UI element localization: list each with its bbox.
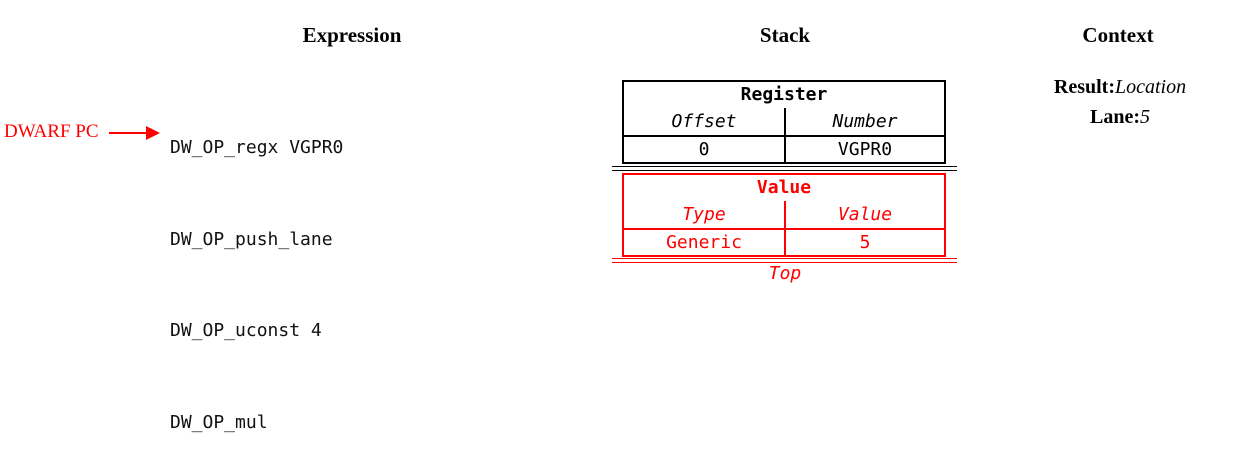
stack-entry-kind: Register: [740, 84, 828, 105]
dwarf-pc-arrowhead-icon: [146, 126, 160, 140]
context-lane-field: Lane:5: [1090, 106, 1150, 129]
register-offset-value: 0: [624, 135, 784, 162]
register-number-value: VGPR0: [784, 135, 944, 162]
expression-column-heading: Expression: [302, 23, 402, 47]
expression-op: DW_OP_uconst 4: [170, 320, 322, 342]
stack-separator: [612, 166, 957, 171]
value-type-value: Generic: [624, 228, 784, 255]
context-column-heading: Context: [1082, 23, 1154, 47]
value-value-header: Value: [784, 201, 944, 228]
value-value-value: 5: [784, 228, 944, 255]
register-number-header: Number: [784, 108, 944, 135]
dwarf-pc-arrow-shaft: [109, 132, 147, 134]
expression-op: DW_OP_regx VGPR0: [170, 137, 344, 159]
expression-op: DW_OP_mul: [170, 412, 268, 434]
context-result-field: Result:Location: [1054, 76, 1186, 99]
register-offset-header: Offset: [671, 111, 737, 132]
stack-top-label: Top: [768, 263, 802, 284]
expression-op-list: DW_OP_regx VGPR0 DW_OP_push_lane DW_OP_u…: [170, 72, 343, 468]
stack-entry-register: Register Offset Number 0 VGPR0: [622, 80, 946, 164]
stack-entry-value: Value Type Value Generic 5: [622, 173, 946, 257]
context-lane-value: 5: [1140, 106, 1150, 128]
value-type-header: Type: [682, 204, 726, 225]
context-result-label: Result:: [1053, 76, 1115, 98]
stack-entry-kind: Value: [756, 177, 812, 198]
context-lane-label: Lane:: [1090, 106, 1140, 128]
expression-op: DW_OP_push_lane: [170, 228, 333, 250]
stack-top-separator: [612, 258, 957, 263]
dwarf-pc-label: DWARF PC: [4, 121, 99, 142]
context-result-value: Location: [1114, 76, 1187, 98]
stack-column-heading: Stack: [759, 23, 811, 47]
